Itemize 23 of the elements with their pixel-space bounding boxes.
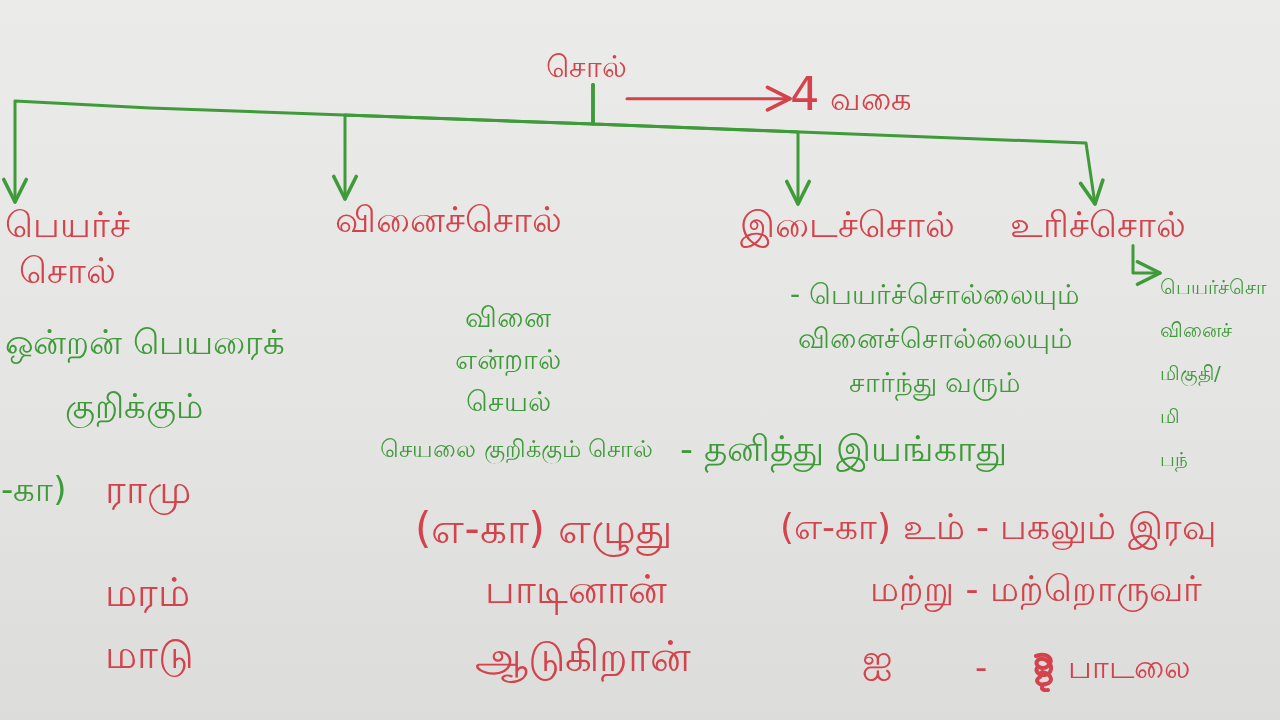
example-text: (எ-கா) உம் - பகலும் இரவு <box>780 506 1216 548</box>
category-heading: இடைச்சொல் <box>740 204 955 246</box>
arrow <box>591 83 1105 206</box>
example-word: ஐ <box>862 637 893 681</box>
heading-word: சொல் <box>546 50 627 85</box>
definition-text: செயலை குறிக்கும் சொல் <box>380 436 654 464</box>
example-word: ஆடுகிறான் <box>475 633 691 682</box>
dash-text: - <box>975 648 988 688</box>
arrow <box>1131 243 1162 287</box>
example-text: மற்று - மற்றொருவர் <box>870 568 1202 610</box>
definition-text: வினை என்றால் செயல் <box>455 300 561 420</box>
definition-text: - பெயர்ச்சொல்லையும் வினைச்சொல்லையும் சார்ந்து வரும் <box>789 277 1081 403</box>
heading-text: 4 வகை <box>790 68 911 122</box>
category-heading: வினைச்சொல் <box>335 199 562 241</box>
arrow <box>625 85 792 112</box>
example-word: மரம் <box>105 569 190 615</box>
note-text: பெயர்ச்சொ வினைச் மிகுதி/ மி பந் <box>1160 266 1266 481</box>
example-label: -கா) <box>1 470 67 510</box>
example-word: மாடு <box>105 631 194 677</box>
definition-text: ஒன்றன் பெயரைக் குறிக்கும் <box>5 321 286 430</box>
category-heading: உரிச்சொல் <box>1010 204 1186 246</box>
category-heading: பெயர்ச் சொல் <box>5 202 130 294</box>
example-word: பாடலை <box>1068 649 1191 686</box>
